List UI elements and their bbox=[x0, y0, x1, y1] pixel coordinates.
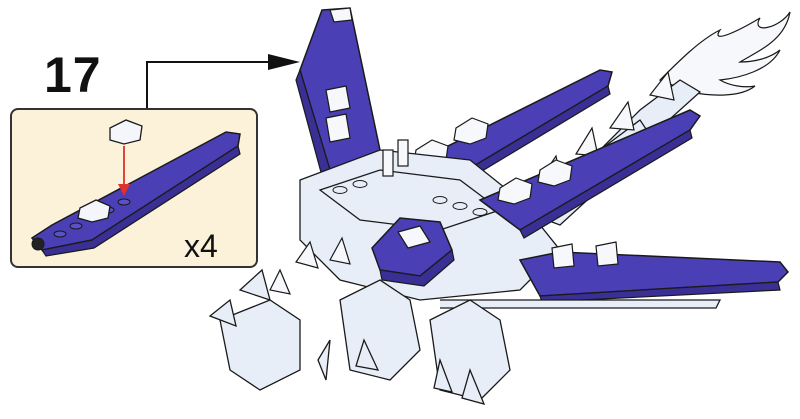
arrow-right-icon bbox=[268, 54, 300, 70]
arrow-down-icon bbox=[118, 184, 130, 196]
dragon-claws bbox=[208, 268, 511, 405]
wing-lower-right bbox=[478, 109, 702, 239]
step-number: 17 bbox=[44, 47, 102, 103]
antenna-rods bbox=[382, 139, 409, 177]
wing-upper-left bbox=[295, 7, 381, 181]
wing-lower-far-right bbox=[518, 241, 790, 303]
dragon-head-cockpit bbox=[371, 217, 455, 287]
sub-assembly-illustration bbox=[30, 119, 241, 257]
frame-rods bbox=[440, 299, 722, 309]
sub-assembly-callout: x4 bbox=[10, 108, 258, 268]
quantity-label: x4 bbox=[184, 228, 218, 264]
tail-flame bbox=[658, 11, 791, 96]
neck-spikes bbox=[269, 236, 351, 295]
